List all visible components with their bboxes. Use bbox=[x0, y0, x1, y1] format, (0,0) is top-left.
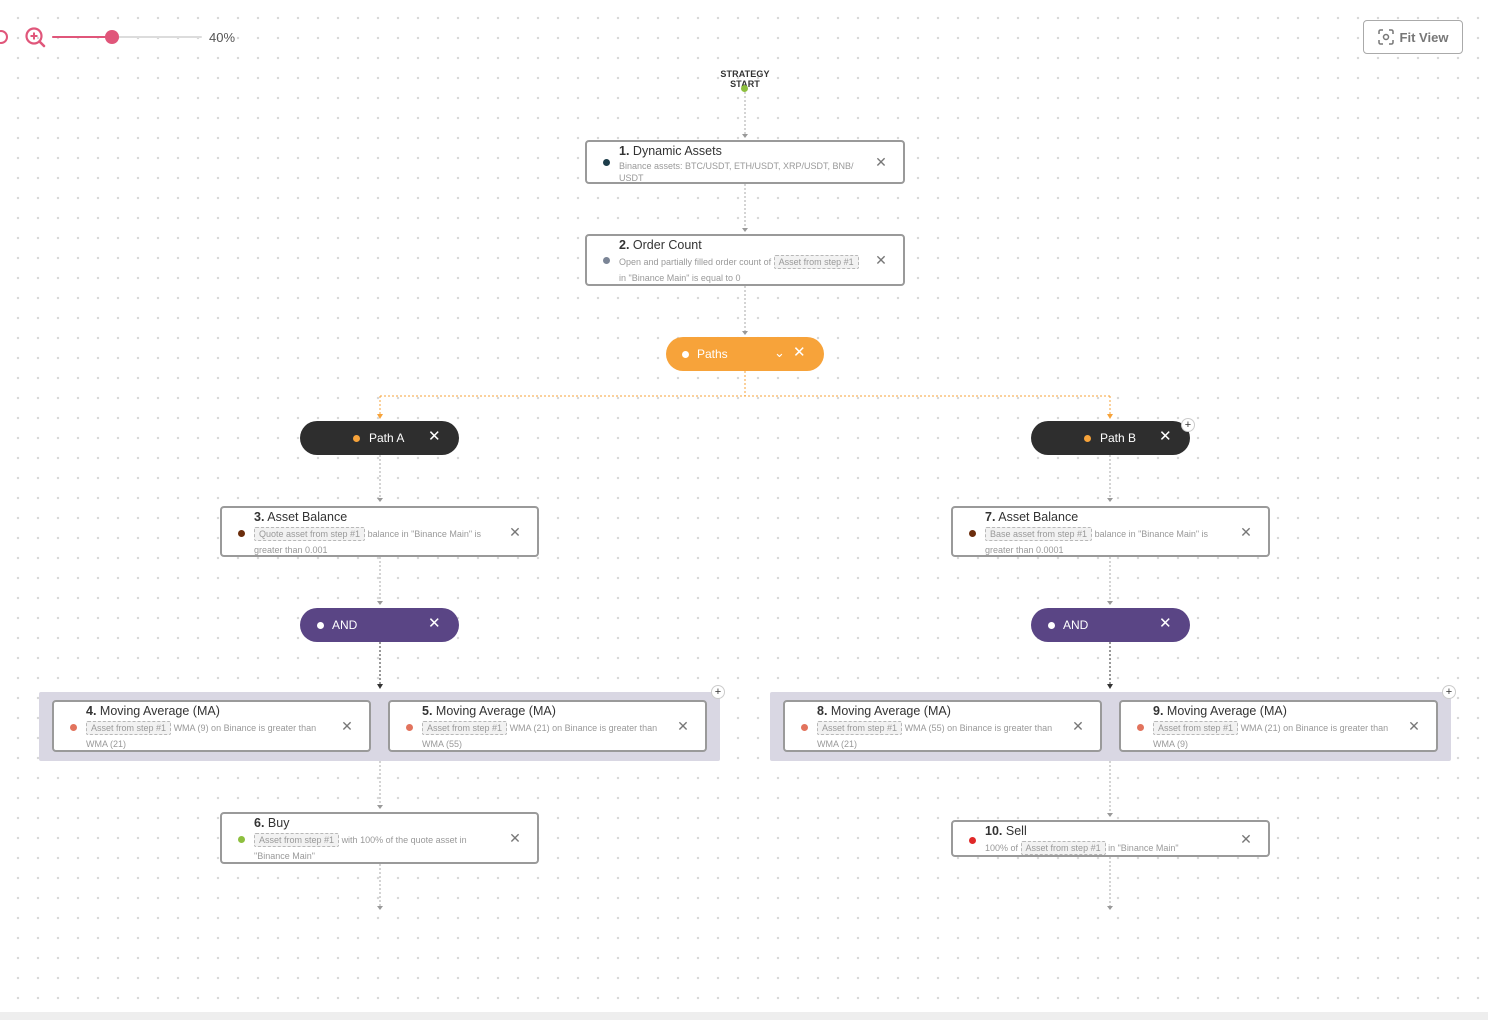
strategy-start-dot[interactable] bbox=[741, 85, 748, 92]
asset-reference-chip[interactable]: Asset from step #1 bbox=[1020, 841, 1106, 855]
step-status-dot bbox=[406, 724, 413, 731]
step-title: 5. Moving Average (MA) bbox=[422, 704, 556, 718]
step-8-moving-average[interactable]: 8. Moving Average (MA) Asset from step #… bbox=[783, 700, 1102, 752]
asset-reference-chip[interactable]: Asset from step #1 bbox=[86, 721, 172, 735]
close-icon[interactable]: ✕ bbox=[1159, 615, 1172, 632]
bottom-bar bbox=[0, 1012, 1488, 1020]
step-description: 100% of Asset from step #1 in "Binance M… bbox=[985, 841, 1179, 855]
step-7-asset-balance[interactable]: 7. Asset Balance Base asset from step #1… bbox=[951, 506, 1270, 557]
step-title: 8. Moving Average (MA) bbox=[817, 704, 951, 718]
step-status-dot bbox=[353, 435, 360, 442]
close-icon[interactable]: ✕ bbox=[509, 830, 521, 846]
fit-view-icon bbox=[1377, 29, 1394, 45]
step-status-dot bbox=[1048, 622, 1055, 629]
step-status-dot bbox=[603, 159, 610, 166]
step-status-dot bbox=[238, 530, 245, 537]
collapse-panel-handle[interactable] bbox=[0, 30, 8, 44]
step-1-dynamic-assets[interactable]: 1. Dynamic Assets Binance assets: BTC/US… bbox=[585, 140, 905, 184]
close-icon[interactable]: ✕ bbox=[677, 718, 689, 734]
close-icon[interactable]: ✕ bbox=[341, 718, 353, 734]
step-status-dot bbox=[317, 622, 324, 629]
strategy-start-label: STRATEGY START bbox=[720, 69, 770, 89]
step-description: Asset from step #1 WMA (9) on Binance is… bbox=[86, 721, 317, 749]
step-6-buy[interactable]: 6. Buy Asset from step #1 with 100% of t… bbox=[220, 812, 539, 864]
step-description: Asset from step #1 WMA (21) on Binance i… bbox=[1153, 721, 1389, 749]
and-node-b[interactable]: AND ✕ bbox=[1031, 608, 1190, 642]
step-status-dot bbox=[1137, 724, 1144, 731]
step-status-dot bbox=[238, 836, 245, 843]
zoom-slider-thumb[interactable] bbox=[105, 30, 119, 44]
step-title: 9. Moving Average (MA) bbox=[1153, 704, 1287, 718]
step-status-dot bbox=[801, 724, 808, 731]
and-node-a[interactable]: AND ✕ bbox=[300, 608, 459, 642]
step-9-moving-average[interactable]: 9. Moving Average (MA) Asset from step #… bbox=[1119, 700, 1438, 752]
close-icon[interactable]: ✕ bbox=[875, 154, 887, 170]
close-icon[interactable]: ✕ bbox=[1240, 830, 1252, 847]
step-description: Binance assets: BTC/USDT, ETH/USDT, XRP/… bbox=[619, 161, 854, 183]
asset-reference-chip[interactable]: Asset from step #1 bbox=[254, 833, 340, 847]
step-description: Open and partially filled order count of… bbox=[619, 254, 863, 286]
and-label: AND bbox=[1063, 618, 1089, 632]
asset-reference-chip[interactable]: Base asset from step #1 bbox=[985, 527, 1093, 541]
close-icon[interactable]: ✕ bbox=[428, 615, 441, 632]
step-status-dot bbox=[603, 257, 610, 264]
step-description: Asset from step #1 WMA (21) on Binance i… bbox=[422, 721, 658, 749]
paths-node[interactable]: Paths ⌄ ✕ bbox=[666, 337, 824, 371]
plus-icon[interactable]: + bbox=[711, 685, 725, 699]
plus-icon[interactable]: + bbox=[1442, 685, 1456, 699]
step-title: 10. Sell bbox=[985, 824, 1027, 838]
close-icon[interactable]: ✕ bbox=[509, 523, 521, 540]
close-icon[interactable]: ✕ bbox=[1240, 523, 1252, 540]
step-description: Base asset from step #1 balance in "Bina… bbox=[985, 527, 1209, 555]
step-status-dot bbox=[1084, 435, 1091, 442]
step-status-dot bbox=[682, 351, 689, 358]
step-status-dot bbox=[70, 724, 77, 731]
zoom-slider[interactable] bbox=[52, 30, 202, 44]
zoom-in-icon[interactable] bbox=[24, 26, 46, 48]
zoom-value: 40% bbox=[209, 30, 236, 45]
step-title: 7. Asset Balance bbox=[985, 510, 1079, 524]
plus-icon[interactable]: + bbox=[1181, 418, 1195, 432]
step-2-order-count[interactable]: 2. Order Count Open and partially filled… bbox=[585, 234, 905, 286]
step-title: 1. Dynamic Assets bbox=[619, 144, 722, 158]
close-icon[interactable]: ✕ bbox=[1072, 718, 1084, 734]
fit-view-label: Fit View bbox=[1399, 29, 1449, 45]
chevron-down-icon[interactable]: ⌄ bbox=[774, 345, 785, 360]
close-icon[interactable]: ✕ bbox=[1408, 718, 1420, 734]
step-10-sell[interactable]: 10. Sell 100% of Asset from step #1 in "… bbox=[951, 820, 1270, 857]
step-description: Asset from step #1 WMA (55) on Binance i… bbox=[817, 721, 1053, 749]
path-a-label: Path A bbox=[369, 431, 405, 445]
step-title: 6. Buy bbox=[254, 816, 290, 830]
step-3-asset-balance[interactable]: 3. Asset Balance Quote asset from step #… bbox=[220, 506, 539, 557]
close-icon[interactable]: ✕ bbox=[875, 252, 887, 268]
asset-reference-chip[interactable]: Asset from step #1 bbox=[817, 721, 903, 735]
step-status-dot bbox=[969, 530, 976, 537]
step-title: 2. Order Count bbox=[619, 238, 702, 252]
asset-reference-chip[interactable]: Asset from step #1 bbox=[1153, 721, 1239, 735]
path-b-node[interactable]: Path B ✕ bbox=[1031, 421, 1190, 455]
step-4-moving-average[interactable]: 4. Moving Average (MA) Asset from step #… bbox=[52, 700, 371, 752]
step-description: Asset from step #1 with 100% of the quot… bbox=[254, 833, 467, 861]
asset-reference-chip[interactable]: Asset from step #1 bbox=[773, 255, 859, 269]
path-a-node[interactable]: Path A ✕ bbox=[300, 421, 459, 455]
close-icon[interactable]: ✕ bbox=[1159, 428, 1172, 445]
and-label: AND bbox=[332, 618, 358, 632]
step-title: 4. Moving Average (MA) bbox=[86, 704, 220, 718]
close-icon[interactable]: ✕ bbox=[793, 344, 806, 361]
asset-reference-chip[interactable]: Asset from step #1 bbox=[422, 721, 508, 735]
step-5-moving-average[interactable]: 5. Moving Average (MA) Asset from step #… bbox=[388, 700, 707, 752]
paths-label: Paths bbox=[697, 347, 728, 361]
fit-view-button[interactable]: Fit View bbox=[1363, 20, 1463, 54]
path-b-label: Path B bbox=[1100, 431, 1137, 445]
zoom-slider-fill bbox=[52, 36, 112, 38]
asset-reference-chip[interactable]: Quote asset from step #1 bbox=[254, 527, 366, 541]
step-description: Quote asset from step #1 balance in "Bin… bbox=[254, 527, 482, 555]
step-status-dot bbox=[969, 837, 976, 844]
close-icon[interactable]: ✕ bbox=[428, 428, 441, 445]
step-title: 3. Asset Balance bbox=[254, 510, 348, 524]
